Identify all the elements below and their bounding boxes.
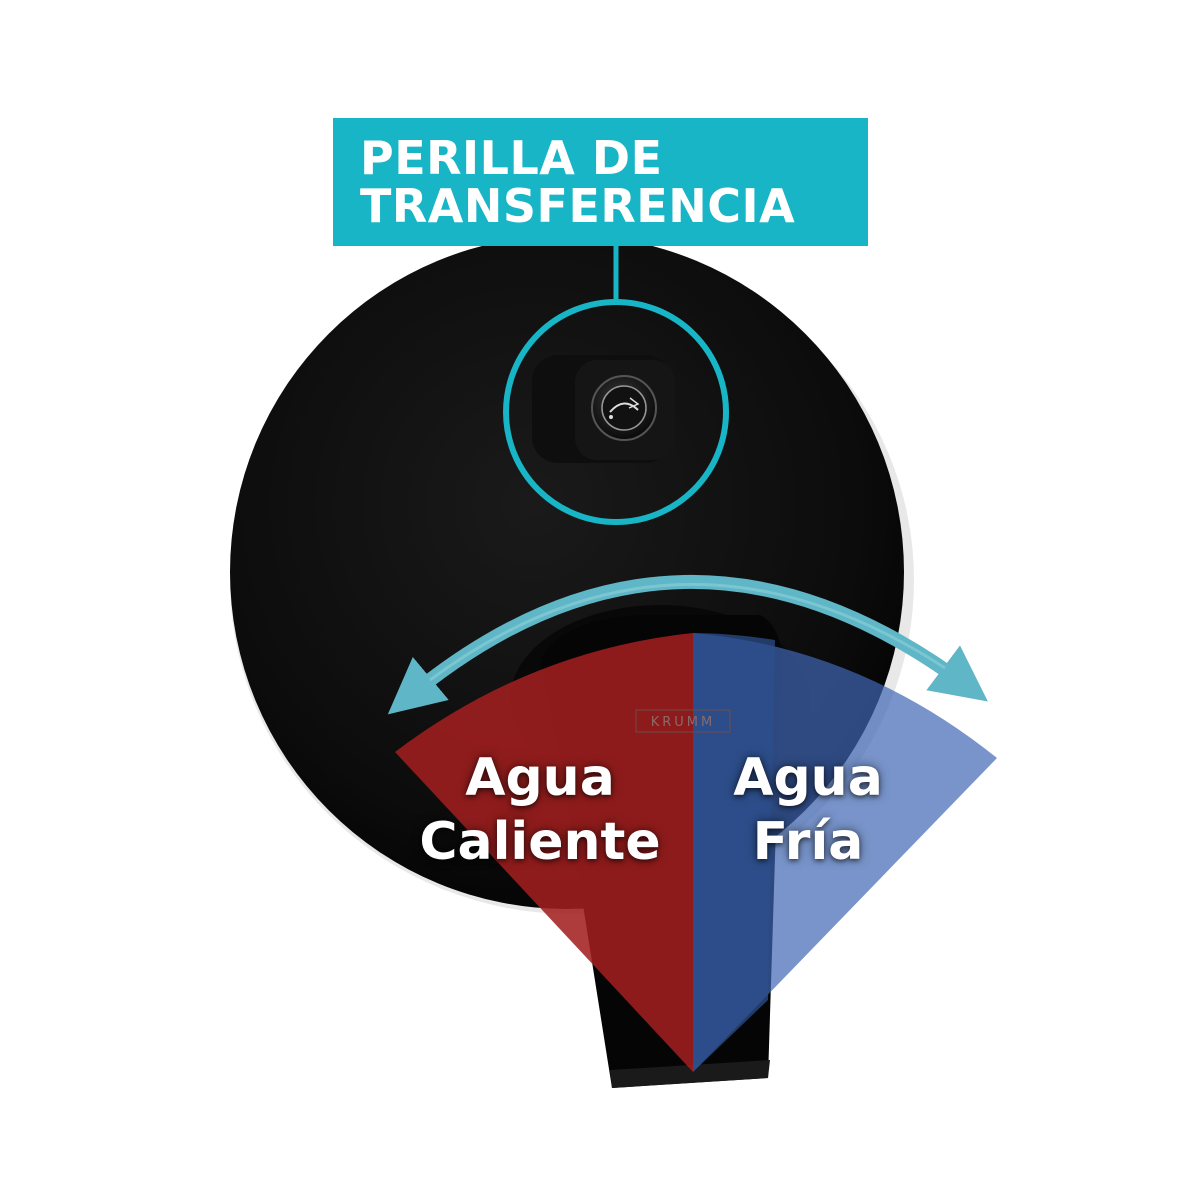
knob-highlight-ring (503, 299, 729, 525)
cold-label-line-1: Agua (733, 748, 883, 808)
callout-line-1: PERILLA DE (360, 131, 663, 185)
hot-water-wedge (395, 633, 693, 1072)
callout-line-2: TRANSFERENCIA (360, 179, 796, 233)
hot-water-label: Agua Caliente (395, 746, 685, 874)
rotation-arrow-highlight (429, 582, 946, 682)
hot-label-line-2: Caliente (419, 812, 661, 872)
cold-water-label: Agua Fría (678, 746, 938, 874)
brand-text: KRUMM (651, 715, 716, 730)
cold-label-line-2: Fría (752, 812, 864, 872)
cold-water-wedge-inner (693, 633, 775, 1072)
hot-label-line-1: Agua (465, 748, 615, 808)
diverter-callout-box: PERILLA DE TRANSFERENCIA (333, 118, 868, 246)
diverter-knob (532, 355, 675, 463)
